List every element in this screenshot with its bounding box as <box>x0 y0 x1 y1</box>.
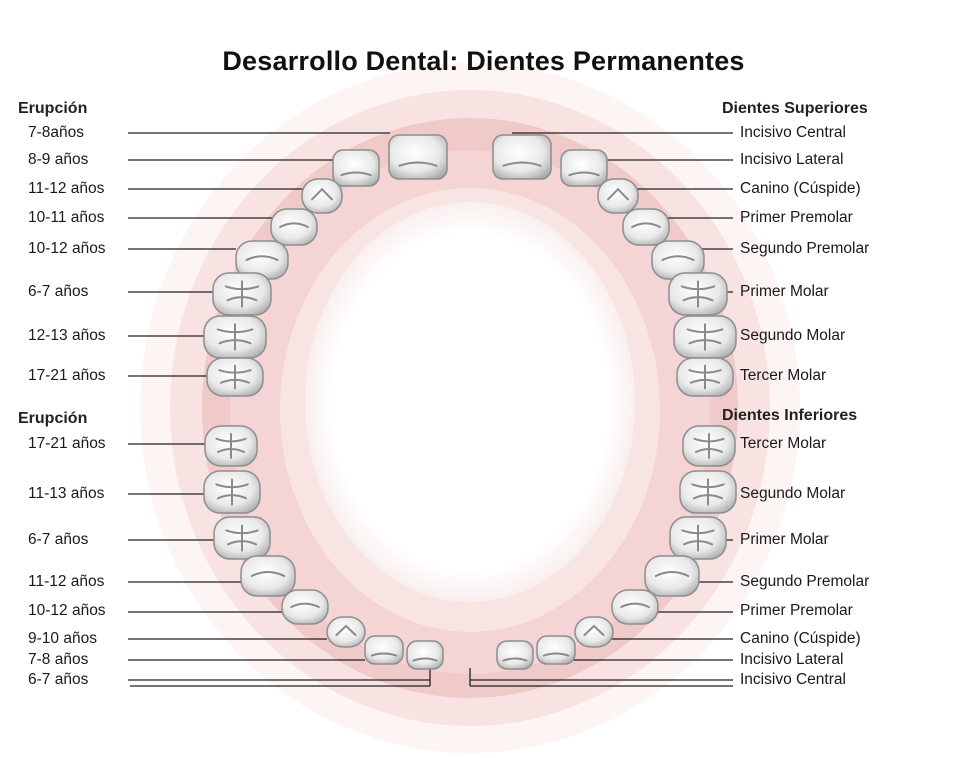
lower-tooth-label: Primer Premolar <box>740 602 853 620</box>
upper-canine-left <box>302 179 342 213</box>
lower-age-label: 6-7 años <box>28 531 88 549</box>
upper-canine-right <box>598 179 638 213</box>
upper-third-molar-left <box>207 358 263 396</box>
upper-third-molar-right <box>677 358 733 396</box>
upper-tooth-label: Canino (Cúspide) <box>740 180 861 198</box>
upper-first-molar-right <box>669 273 727 315</box>
lower-tooth-label: Canino (Cúspide) <box>740 630 861 648</box>
upper-tooth-label: Incisivo Central <box>740 124 846 142</box>
lower-central-incisor-left <box>407 641 443 669</box>
lower-canine-right <box>575 617 613 647</box>
upper-age-label: 12-13 años <box>28 327 106 345</box>
lower-third-molar-left <box>205 426 257 466</box>
lower-tooth-label: Primer Molar <box>740 531 829 549</box>
lower-second-molar-right <box>680 471 736 513</box>
upper-first-premolar-left <box>271 209 317 245</box>
lower-third-molar-right <box>683 426 735 466</box>
upper-age-label: 7-8años <box>28 124 84 142</box>
lower-age-label: 11-12 años <box>28 573 104 591</box>
lower-central-incisor-right <box>497 641 533 669</box>
upper-age-label: 8-9 años <box>28 151 88 169</box>
lower-age-label: 9-10 años <box>28 630 97 648</box>
lower-canine-left <box>327 617 365 647</box>
upper-tooth-label: Primer Premolar <box>740 209 853 227</box>
upper-tooth-label: Primer Molar <box>740 283 829 301</box>
upper-eruption-header: Erupción <box>18 100 87 118</box>
lower-first-premolar-left <box>282 590 328 624</box>
upper-lateral-incisor-right <box>561 150 607 186</box>
upper-second-molar-left <box>204 316 266 358</box>
upper-tooth-label: Segundo Molar <box>740 327 845 345</box>
upper-teeth-header: Dientes Superiores <box>722 100 868 118</box>
lower-age-label: 17-21 años <box>28 435 106 453</box>
lower-tooth-label: Incisivo Central <box>740 671 846 689</box>
upper-tooth-label: Tercer Molar <box>740 367 826 385</box>
upper-age-label: 11-12 años <box>28 180 104 198</box>
upper-lateral-incisor-left <box>333 150 379 186</box>
upper-central-incisor-right <box>493 135 551 179</box>
lower-eruption-header: Erupción <box>18 410 87 428</box>
lower-age-label: 7-8 años <box>28 651 88 669</box>
lower-tooth-label: Tercer Molar <box>740 435 826 453</box>
upper-age-label: 10-11 años <box>28 209 104 227</box>
lower-first-molar-right <box>670 517 726 559</box>
upper-second-molar-right <box>674 316 736 358</box>
lower-age-label: 11-13 años <box>28 485 104 503</box>
lower-second-premolar-right <box>645 556 699 596</box>
upper-age-label: 6-7 años <box>28 283 88 301</box>
upper-first-premolar-right <box>623 209 669 245</box>
diagram-title: Desarrollo Dental: Dientes Permanentes <box>0 46 967 77</box>
upper-tooth-label: Incisivo Lateral <box>740 151 843 169</box>
lower-teeth-header: Dientes Inferiores <box>722 407 857 425</box>
lower-age-label: 10-12 años <box>28 602 106 620</box>
lower-second-premolar-left <box>241 556 295 596</box>
lower-tooth-label: Incisivo Lateral <box>740 651 843 669</box>
upper-first-molar-left <box>213 273 271 315</box>
upper-age-label: 17-21 años <box>28 367 106 385</box>
palate-area <box>305 202 635 602</box>
lower-first-molar-left <box>214 517 270 559</box>
lower-first-premolar-right <box>612 590 658 624</box>
lower-age-label: 6-7 años <box>28 671 88 689</box>
lower-second-molar-left <box>204 471 260 513</box>
upper-tooth-label: Segundo Premolar <box>740 240 869 258</box>
upper-central-incisor-left <box>389 135 447 179</box>
lower-tooth-label: Segundo Premolar <box>740 573 869 591</box>
lower-tooth-label: Segundo Molar <box>740 485 845 503</box>
upper-age-label: 10-12 años <box>28 240 106 258</box>
lower-lateral-incisor-right <box>537 636 575 664</box>
lower-lateral-incisor-left <box>365 636 403 664</box>
